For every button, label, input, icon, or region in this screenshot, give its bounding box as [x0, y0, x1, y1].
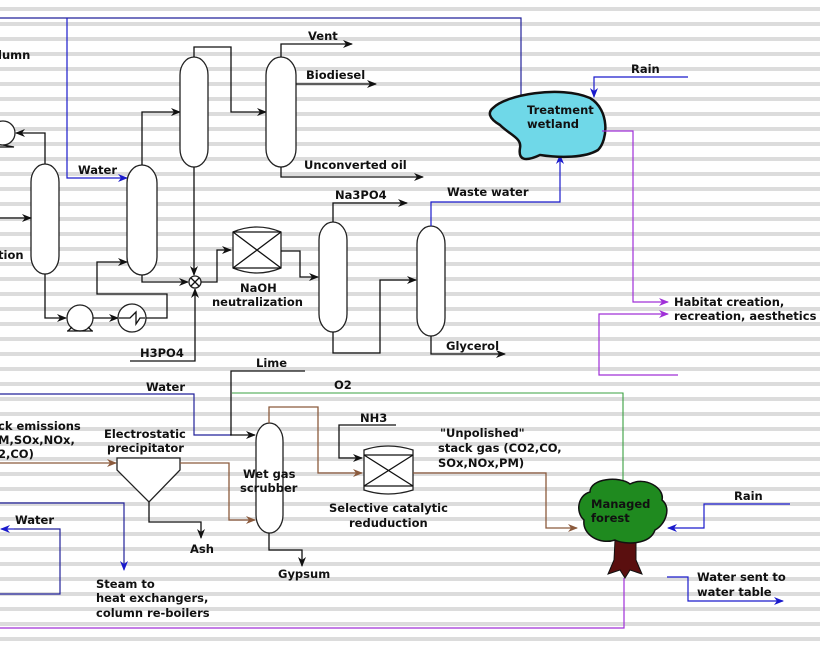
esp-to-scrubber-line	[180, 462, 256, 524]
water-mid-label: Water	[146, 380, 185, 394]
wetland-label-1: Treatment	[527, 103, 594, 117]
h3po4-line	[130, 288, 199, 362]
unpolished-label-1: "Unpolished"	[440, 426, 525, 440]
mixer-cross	[190, 277, 200, 287]
steam-label-1: Steam to	[96, 577, 155, 591]
water-return-line	[0, 17, 522, 100]
water-feed-line	[66, 18, 128, 182]
waste-water-line	[430, 154, 564, 226]
habitat-label-1: Habitat creation,	[674, 295, 784, 309]
scrubber-label-1: Wet gas	[243, 467, 296, 481]
unpolished-label-2: stack gas (CO2,CO,	[438, 441, 562, 455]
o2-line	[232, 392, 624, 490]
rain-bottom-line	[667, 503, 790, 532]
unconverted-oil-line	[280, 167, 424, 181]
wash-overhead-line	[141, 108, 181, 165]
water-top-label: Water	[78, 163, 117, 177]
lime-line	[230, 370, 305, 435]
wetland-benefit-line	[602, 130, 669, 306]
stack-emissions-label-1: ck emissions	[0, 419, 81, 433]
unpolished-label-3: SOx,NOx,PM)	[438, 456, 524, 470]
glycerol-line	[430, 336, 506, 358]
forest-label-2: forest	[591, 511, 630, 525]
vent-label: Vent	[308, 29, 338, 43]
drum-support	[0, 144, 15, 148]
nh3-line	[338, 424, 396, 462]
neutralization-out-line	[281, 250, 319, 281]
habitat-line-lower	[598, 310, 678, 376]
ash-label: Ash	[190, 542, 214, 556]
h3po4-label: H3PO4	[140, 346, 184, 360]
esp-label-2: precipitator	[107, 441, 184, 455]
na3po4-label: Na3PO4	[335, 188, 387, 202]
lime-label: Lime	[256, 356, 287, 370]
unpolished-gas-line	[413, 472, 578, 532]
water-scrubber-line	[0, 393, 232, 436]
column-overhead-line	[15, 129, 46, 165]
wash-bottoms-line	[141, 275, 189, 286]
stack-emissions-label-2: M,SOx,NOx,	[0, 433, 75, 447]
habitat-label-2: recreation, aesthetics	[674, 309, 817, 323]
decanter-column	[318, 221, 348, 333]
wash-column	[126, 164, 158, 276]
heat-exchanger-zigzag	[119, 310, 145, 327]
gypsum-line	[268, 533, 306, 567]
forest-benefit-line	[0, 578, 625, 629]
condenser-drum-icon	[0, 120, 16, 146]
water-table-line	[667, 576, 784, 605]
steam-line	[0, 502, 128, 571]
scr-label-1: Selective catalytic	[329, 501, 448, 515]
neutralization-internals	[232, 231, 282, 269]
electrostatic-precipitator-icon	[116, 457, 181, 503]
unconverted-oil-label: Unconverted oil	[304, 158, 407, 172]
rain-top-line	[590, 76, 688, 98]
water-bottom-label: Water	[15, 513, 54, 527]
decanter-bottoms-line	[332, 276, 417, 354]
o2-label: O2	[334, 378, 352, 392]
glycerol-label: Glycerol	[446, 339, 499, 353]
naoh-label: NaOH	[240, 281, 277, 295]
waste-water-label: Waste water	[447, 185, 529, 199]
managed-forest-icon	[578, 478, 668, 544]
recycle-line	[96, 258, 168, 319]
na3po4-line	[332, 199, 408, 222]
wetland-label-2: wetland	[527, 117, 579, 131]
rain-top-label: Rain	[631, 62, 660, 76]
water-bottom-loop	[0, 528, 61, 595]
mixer-out-line	[201, 246, 232, 283]
gypsum-label: Gypsum	[278, 567, 330, 581]
water-table-label-2: water table	[697, 585, 772, 599]
scrubber-to-scr-line	[268, 406, 363, 477]
ash-line	[148, 502, 205, 539]
forest-label-1: Managed	[591, 497, 650, 511]
water-table-label-1: Water sent to	[697, 570, 786, 584]
reactor-overhead-line	[193, 46, 267, 116]
pump-icon	[66, 304, 94, 332]
distillation-column-left	[30, 163, 60, 275]
scr-internals	[363, 454, 414, 487]
column-bottoms-line	[44, 274, 67, 322]
scr-label-2: reduduction	[349, 516, 428, 530]
biodiesel-separator	[265, 56, 297, 168]
scrubber-label-2: scrubber	[240, 481, 298, 495]
rain-bottom-label: Rain	[734, 489, 763, 503]
stack-emissions-label-3: 2,CO)	[0, 447, 34, 461]
glycerol-column	[416, 225, 446, 337]
biodiesel-label: Biodiesel	[306, 68, 365, 82]
nh3-label: NH3	[360, 411, 387, 425]
neutralization-label: neutralization	[212, 295, 303, 309]
vent-line	[280, 40, 353, 57]
esp-label-1: Electrostatic	[104, 427, 186, 441]
steam-label-2: heat exchangers,	[96, 591, 208, 605]
separation-label-partial: tion	[0, 248, 24, 262]
steam-label-3: column re-boilers	[96, 606, 210, 620]
reactor-column	[179, 56, 209, 168]
pump-base	[67, 326, 93, 332]
column-label-partial: lumn	[0, 48, 30, 62]
tree-trunk-icon	[607, 539, 643, 579]
treatment-wetland-icon	[488, 90, 607, 161]
